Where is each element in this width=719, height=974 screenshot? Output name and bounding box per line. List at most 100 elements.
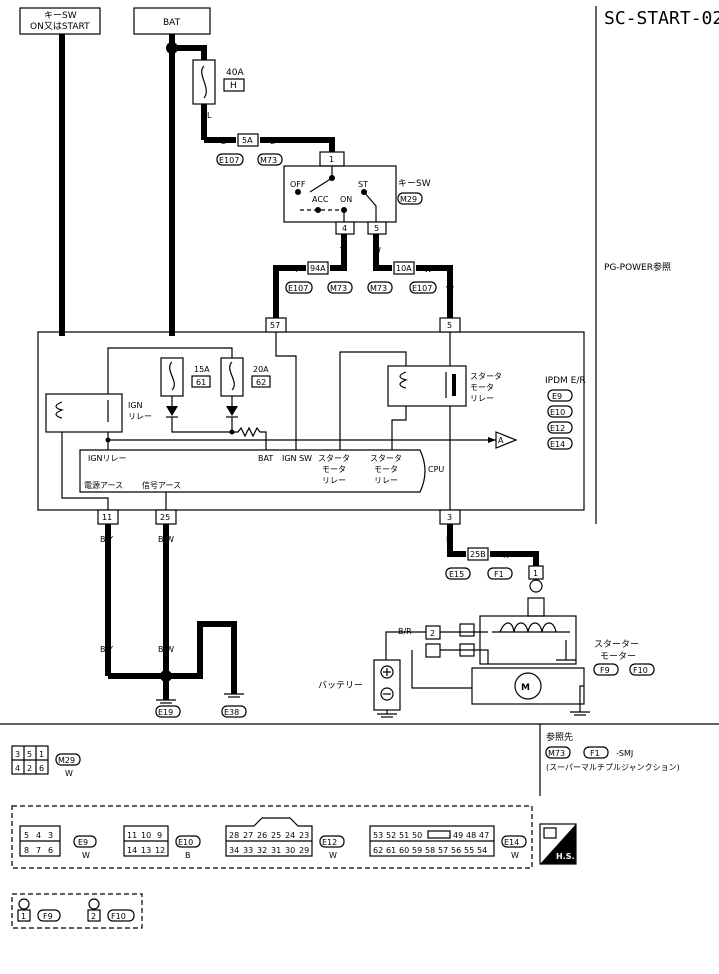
legend-f9-conn bbox=[37, 909, 61, 922]
e12-cell: 31 bbox=[271, 846, 281, 855]
pwr-gnd-line bbox=[61, 492, 109, 510]
e12-cell: 33 bbox=[243, 846, 253, 855]
cpu-box bbox=[79, 449, 426, 493]
cpu-st1-b: スタータ bbox=[370, 454, 402, 463]
keysw-pin4-label: 4 bbox=[342, 224, 347, 233]
battery-minus bbox=[380, 687, 394, 701]
e9-cell: 7 bbox=[36, 846, 41, 855]
e14-cell: 50 bbox=[412, 831, 422, 840]
conn-e107-c bbox=[409, 281, 437, 294]
cpu-ignsw: IGN SW bbox=[282, 454, 312, 463]
conn-f1-label: F1 bbox=[494, 570, 504, 579]
legend-f9-name: F9 bbox=[43, 912, 53, 921]
legend-e12: 28 27 26 25 24 23 34 33 32 31 30 29 E12 … bbox=[225, 817, 345, 860]
junction-25b bbox=[467, 547, 489, 561]
e10-cell: 13 bbox=[141, 846, 151, 855]
fuse-20a-no: 62 bbox=[256, 378, 266, 387]
legend-e10-color: B bbox=[185, 851, 191, 860]
m29-cell: 3 bbox=[15, 750, 20, 759]
cpu-pwr-gnd: 電源アース bbox=[84, 481, 123, 490]
conn-e10-label: E10 bbox=[550, 408, 565, 417]
cpu-sig-gnd: 信号アース bbox=[142, 480, 181, 490]
e10-cell: 14 bbox=[127, 846, 137, 855]
fuse-15a-label: 15A bbox=[194, 365, 210, 374]
diode-1 bbox=[166, 406, 178, 416]
starter-terminal bbox=[529, 579, 543, 593]
keysw-lever bbox=[309, 177, 333, 193]
legend-m29-color: W bbox=[65, 769, 73, 778]
conn-f9-label: F9 bbox=[600, 666, 610, 675]
hs-badge-label: H.S. bbox=[556, 852, 575, 861]
legend-e10-conn bbox=[175, 835, 201, 848]
legend-e9-name: E9 bbox=[78, 838, 88, 847]
ipdm-pin25-label: 25 bbox=[160, 513, 170, 522]
legend-f10-terminal bbox=[88, 898, 100, 910]
conn-e9-label: E9 bbox=[552, 392, 562, 401]
conn-e14 bbox=[547, 437, 573, 450]
wire-label-L2: L bbox=[221, 137, 226, 146]
legend-f10-name: F10 bbox=[111, 912, 126, 921]
keysw-on: ON bbox=[340, 195, 352, 204]
e14-cell: 53 bbox=[373, 831, 383, 840]
ign-relay-label2: リレー bbox=[128, 412, 152, 421]
cpu-st3-b: リレー bbox=[374, 476, 398, 485]
conn-m29 bbox=[397, 192, 423, 205]
conn-e38 bbox=[221, 705, 247, 718]
legend-f10-pin-label: 2 bbox=[91, 912, 96, 921]
e12-cell: 34 bbox=[229, 846, 239, 855]
battery-pos-wire bbox=[385, 631, 426, 660]
m29-cell: 2 bbox=[27, 764, 32, 773]
ign-relay-coil bbox=[55, 401, 65, 419]
starter-relay-label3: リレー bbox=[470, 394, 494, 403]
wire-label-R2: R bbox=[503, 551, 509, 560]
e14-cell: 57 bbox=[438, 846, 448, 855]
wire-B bbox=[166, 621, 237, 694]
legend-e12-color: W bbox=[329, 851, 337, 860]
conn-f9 bbox=[593, 663, 619, 676]
fuse-40a-label: 40A bbox=[226, 68, 244, 78]
conn-e107-c-label: E107 bbox=[412, 284, 432, 293]
starter-pin1 bbox=[528, 565, 544, 580]
keysw-st: ST bbox=[358, 180, 368, 189]
e10-cell: 12 bbox=[155, 846, 165, 855]
starter-relay-box bbox=[387, 365, 467, 407]
wire-label-B2: B bbox=[231, 645, 237, 654]
ipdm-pin5-label: 5 bbox=[447, 321, 452, 330]
starter-motor-name: スターター bbox=[594, 639, 639, 650]
arrow-a-label: A bbox=[498, 436, 504, 445]
legend-e12-frame bbox=[225, 817, 313, 857]
e9-cell: 4 bbox=[36, 831, 41, 840]
key-switch-name: キーSW bbox=[398, 179, 431, 189]
junction-5a-label: 5A bbox=[242, 136, 253, 145]
legend-m29-conn bbox=[55, 753, 81, 766]
wire-L-3 bbox=[260, 137, 335, 152]
conn-e12-label: E12 bbox=[550, 424, 565, 433]
fuse-15a-element bbox=[169, 361, 175, 391]
wire-label-W3: W bbox=[446, 285, 454, 294]
e10-cell: 10 bbox=[141, 831, 151, 840]
ipdm-pin3-label: 3 bbox=[447, 513, 452, 522]
conn-e14-label: E14 bbox=[550, 440, 565, 449]
key-sw-sub-label: ON又はSTART bbox=[30, 21, 90, 32]
cpu-st2-a: モータ bbox=[322, 465, 346, 474]
conn-f1 bbox=[487, 567, 513, 580]
e14-cell: 62 bbox=[373, 846, 383, 855]
legend-m29: 3 5 1 4 2 6 M29 W bbox=[11, 745, 81, 778]
wire-label-BY2: B/Y bbox=[100, 645, 113, 654]
wire-Y-2 bbox=[273, 265, 306, 318]
fuse-40a-code: H bbox=[230, 81, 237, 91]
cpu-st2-b: モータ bbox=[374, 465, 398, 474]
legend-group-frame bbox=[11, 805, 533, 869]
ref-title: 参照先 bbox=[546, 731, 573, 743]
starter-plug-1a bbox=[459, 623, 475, 637]
m29-cell: 6 bbox=[39, 764, 44, 773]
hs-badge-fill bbox=[540, 824, 576, 864]
e9-cell: 3 bbox=[48, 831, 53, 840]
bat-label: BAT bbox=[163, 18, 181, 28]
e12-cell: 24 bbox=[285, 831, 295, 840]
page-code: SC-START-02 bbox=[604, 8, 719, 29]
e10-cell: 9 bbox=[157, 831, 162, 840]
wire-label-R1: R bbox=[446, 535, 452, 544]
conn-e107-b-label: E107 bbox=[288, 284, 308, 293]
ign-relay-label: IGN bbox=[128, 401, 143, 410]
